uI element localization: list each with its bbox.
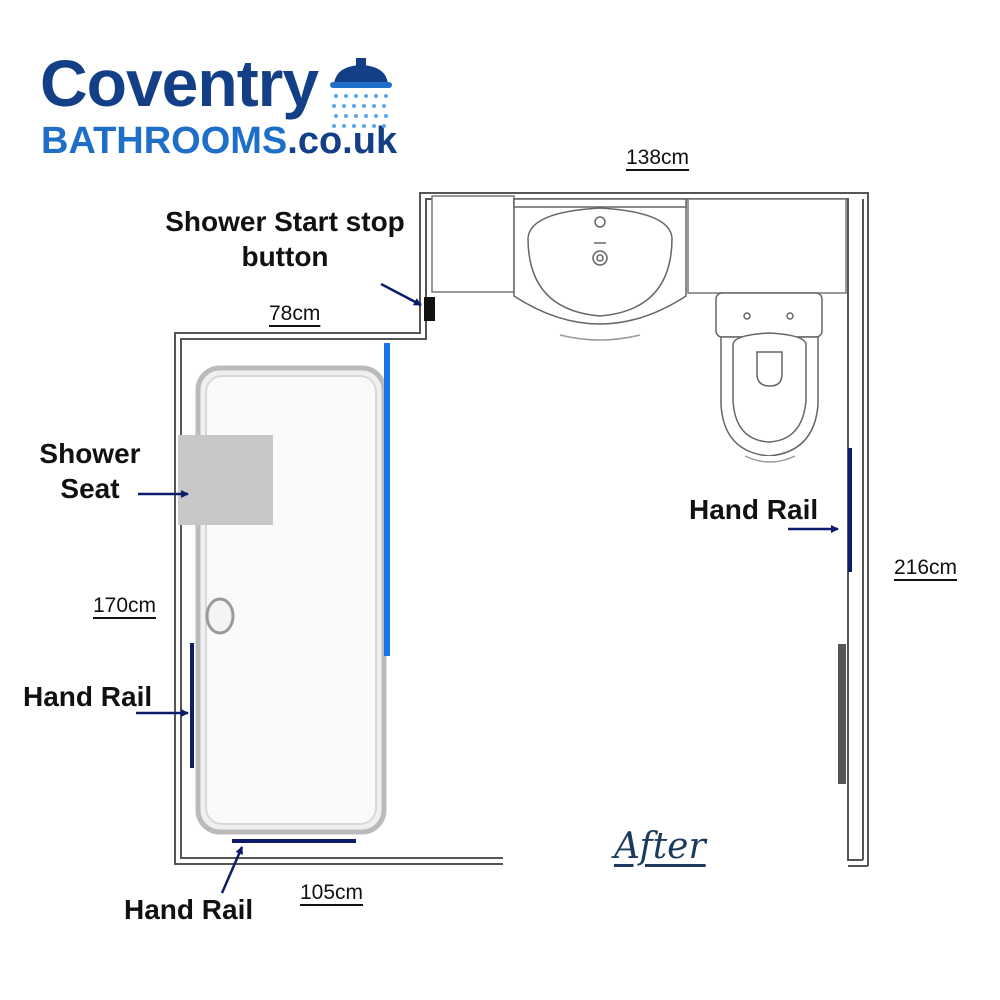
- toilet-cistern: [715, 292, 823, 338]
- pointer-arrows: [136, 282, 839, 894]
- label-shower-seat: Shower Seat: [30, 436, 150, 507]
- basin-tap-hole: [594, 216, 606, 228]
- label-shower-button-line2: button: [241, 241, 329, 272]
- arrow-to-button: [380, 282, 422, 307]
- toilet-seat: [732, 332, 807, 443]
- dimension-bottom-width: 105cm: [300, 881, 364, 904]
- wall-outline-outer: [174, 192, 869, 866]
- toilet: [715, 292, 823, 463]
- label-hand-rail-right: Hand Rail: [689, 494, 819, 525]
- label-hand-rail-left: Hand Rail: [23, 681, 153, 712]
- shower-head-icon: [330, 58, 392, 128]
- shower-start-stop-button: [424, 297, 435, 321]
- label-shower-seat-line1: Shower: [39, 438, 141, 469]
- caption-after: After: [614, 826, 706, 867]
- dimension-shower-length: 170cm: [93, 594, 157, 617]
- toilet-opening: [756, 351, 783, 387]
- basin-top-ledge: [513, 198, 687, 208]
- shower-seat: [178, 435, 273, 525]
- logo-domain-suffix: .co.uk: [287, 120, 398, 162]
- shower-drain: [205, 597, 235, 635]
- wall-outline-inner: [180, 198, 863, 861]
- label-shower-seat-line2: Seat: [60, 473, 120, 505]
- basin: [513, 198, 687, 341]
- walls: [174, 192, 869, 867]
- arrow-to-rail-bottom: [220, 846, 244, 894]
- logo-bathrooms-main: BATHROOMS: [41, 120, 288, 162]
- vanity-cabinet-right: [687, 198, 847, 294]
- label-hand-rail-bottom: Hand Rail: [124, 894, 254, 925]
- dimension-room-length: 216cm: [894, 556, 958, 579]
- dimension-top-width: 138cm: [626, 146, 690, 169]
- logo-bathrooms: BATHROOMS.co.uk: [41, 122, 397, 160]
- logo-coventry: Coventry: [40, 46, 319, 120]
- dimension-shower-width: 78cm: [269, 302, 321, 325]
- label-shower-button-line1: Shower Start stop: [165, 206, 405, 237]
- door: [838, 644, 846, 784]
- vanity-cabinet-left: [431, 195, 515, 293]
- hand-rails: [190, 448, 852, 843]
- label-shower-button: Shower Start stop button: [154, 204, 416, 274]
